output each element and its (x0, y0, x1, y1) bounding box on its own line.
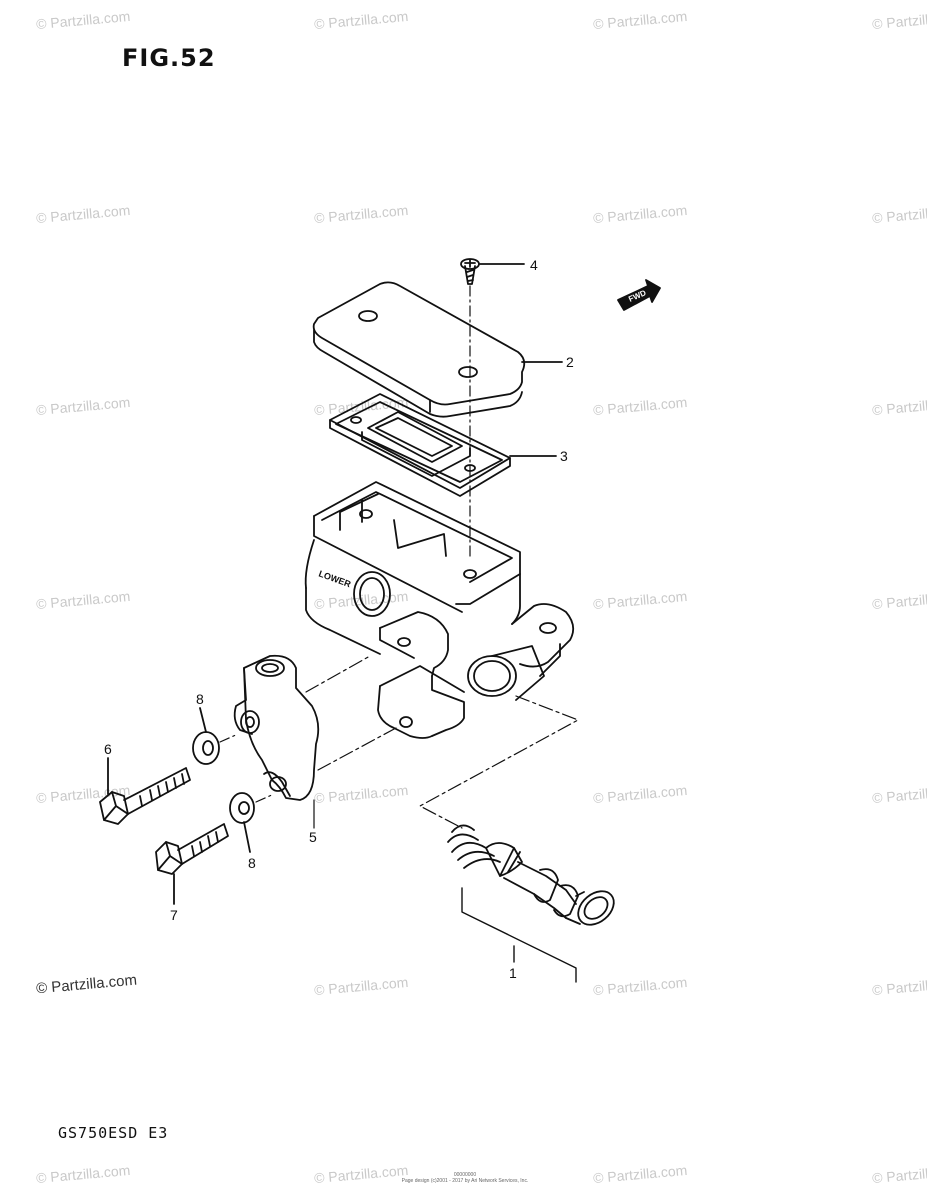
callout-8: 8 (248, 855, 256, 871)
figure-title: FIG.52 (122, 44, 216, 72)
washer-part (192, 731, 220, 765)
centerline (419, 695, 579, 829)
callout-3: 3 (560, 448, 568, 464)
long-bolt-part (99, 767, 191, 825)
leader-line (199, 707, 207, 733)
svg-text:LOWER: LOWER (317, 568, 352, 589)
callout-8: 8 (196, 691, 204, 707)
reservoir-cap-part (312, 281, 526, 418)
master-cylinder-holder-part (233, 654, 320, 801)
master-cylinder-body: LOWER (304, 481, 575, 739)
model-code: GS750ESD E3 (58, 1124, 169, 1142)
washer-part (229, 792, 255, 824)
callout-5: 5 (309, 829, 317, 845)
centerline (255, 793, 275, 803)
cap-screw-part (460, 258, 480, 285)
leader-line (243, 821, 251, 853)
bracket-line (461, 887, 577, 983)
callout-4: 4 (530, 257, 538, 273)
footer-note: 00000000 Page design (c)2001 - 2017 by A… (395, 1172, 535, 1184)
callout-7: 7 (170, 907, 178, 923)
callout-2: 2 (566, 354, 574, 370)
callout-6: 6 (104, 741, 112, 757)
centerline (219, 733, 239, 743)
footer-line-2: Page design (c)2001 - 2017 by Ari Networ… (401, 1178, 529, 1184)
footer-line-1: 00000000 (453, 1172, 477, 1178)
short-bolt-part (155, 823, 229, 875)
diaphragm-part (329, 393, 511, 497)
centerline (305, 655, 371, 693)
piston-set-part (447, 824, 615, 926)
centerline (317, 727, 397, 771)
callout-1: 1 (509, 965, 517, 981)
fwd-arrow-icon: FWD (617, 279, 661, 311)
